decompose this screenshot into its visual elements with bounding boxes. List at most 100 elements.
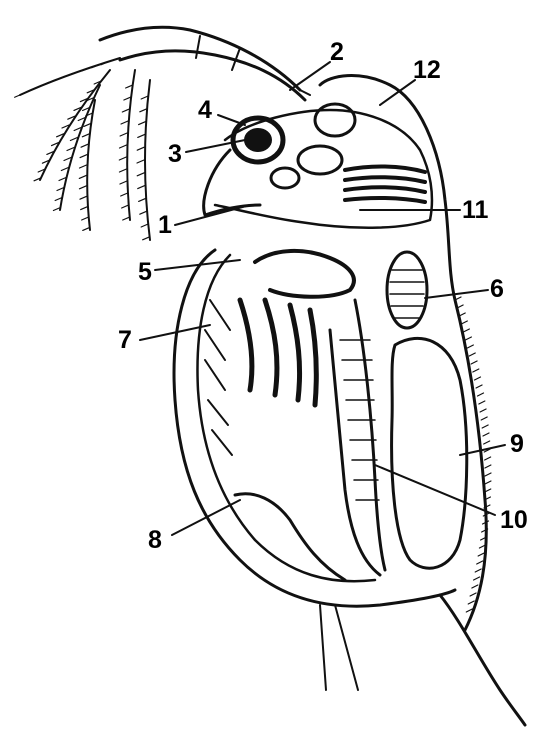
- carapace-inner: [197, 255, 375, 581]
- seta-barb: [83, 227, 90, 230]
- tail-spine: [440, 595, 525, 725]
- abdominal-setae: [320, 605, 358, 690]
- carapace-spinule: [484, 441, 490, 444]
- carapace-spinule: [485, 473, 491, 476]
- heart-striations: [390, 270, 424, 318]
- carapace-spinule: [485, 481, 491, 484]
- label-6: 6: [490, 275, 504, 303]
- compound-eye-pigment: [244, 128, 272, 152]
- ovary-cells: [340, 340, 379, 500]
- carapace-spinule: [465, 337, 471, 340]
- label-12: 12: [413, 56, 441, 84]
- thoracic-legs: [205, 300, 316, 455]
- seta-barb: [120, 145, 127, 148]
- carapace-spinule: [480, 409, 486, 412]
- seta-barb: [139, 122, 146, 125]
- carapace-spinule: [485, 465, 491, 468]
- seta-barb: [81, 207, 88, 210]
- carapace-spinule: [485, 457, 491, 460]
- leader-2: [290, 62, 330, 90]
- digestive-caecum: [255, 251, 354, 297]
- antenna-setae: [15, 58, 150, 240]
- seta-barb: [124, 97, 131, 100]
- carapace-spinule: [478, 553, 484, 556]
- seta-barb: [137, 173, 144, 176]
- seta-barb: [81, 144, 88, 147]
- carapace-spinule: [475, 569, 481, 572]
- seta-barb: [79, 186, 86, 189]
- brood-chamber: [392, 338, 467, 568]
- seta-barb: [120, 181, 127, 184]
- organism-drawing: [15, 27, 525, 725]
- seta-barb: [121, 193, 128, 196]
- seta-barb: [140, 109, 147, 112]
- seta-barb: [79, 175, 86, 178]
- leader-4: [218, 115, 245, 125]
- seta-barb: [119, 169, 126, 172]
- carapace-spinule: [477, 561, 483, 564]
- seta-barb: [70, 138, 77, 141]
- seta-barb: [61, 168, 68, 171]
- label-1: 1: [158, 211, 172, 239]
- seta-barb: [140, 211, 147, 214]
- seta-barb: [138, 134, 145, 137]
- optic-ganglion: [298, 146, 342, 174]
- seta-barb: [123, 217, 130, 220]
- seta-barb: [121, 121, 128, 124]
- carapace-spinule: [473, 369, 479, 372]
- seta-barb: [122, 205, 129, 208]
- carapace-spinule: [472, 585, 478, 588]
- label-5: 5: [138, 258, 152, 286]
- seta-barb: [119, 157, 126, 160]
- seta: [145, 80, 150, 240]
- carapace-spinule: [459, 313, 465, 316]
- seta-barb: [137, 160, 144, 163]
- seta: [87, 100, 95, 230]
- seta-barb: [143, 237, 150, 240]
- carapace-spinule: [467, 345, 473, 348]
- carapace-spinule: [471, 361, 477, 364]
- carapace-spinule: [478, 393, 484, 396]
- leader-8: [172, 500, 240, 535]
- carapace-spinule: [469, 353, 475, 356]
- label-2: 2: [330, 38, 344, 66]
- seta: [127, 70, 135, 220]
- seta-barb: [82, 217, 89, 220]
- carapace-spinule: [470, 593, 476, 596]
- label-8: 8: [148, 526, 162, 554]
- brain-lobe: [315, 104, 355, 136]
- carapace-spinule: [461, 321, 467, 324]
- seta-barb: [82, 134, 89, 137]
- seta-barb: [80, 196, 87, 199]
- carapace-spinule: [476, 385, 482, 388]
- label-9: 9: [510, 430, 524, 458]
- seta-barb: [80, 165, 87, 168]
- carapace-spinule: [481, 417, 487, 420]
- carapace-spinule: [463, 329, 469, 332]
- seta-barb: [137, 147, 144, 150]
- seta-barb: [122, 109, 129, 112]
- ocellus: [271, 168, 299, 188]
- muscle-bands: [345, 166, 425, 202]
- label-11: 11: [462, 196, 489, 224]
- seta-barb: [120, 133, 127, 136]
- carapace-spinule: [482, 425, 488, 428]
- carapace-spinule: [474, 577, 480, 580]
- carapace-spinule: [468, 601, 474, 604]
- carapace-spinule: [474, 377, 480, 380]
- seta-barb: [138, 186, 145, 189]
- leader-6: [425, 290, 488, 298]
- carapace-spinule: [483, 433, 489, 436]
- seta-barb: [67, 148, 74, 151]
- carapace-spinule: [479, 401, 485, 404]
- label-10: 10: [500, 506, 528, 534]
- heart: [387, 252, 427, 328]
- seta-barb: [80, 155, 87, 158]
- seta-barb: [64, 158, 71, 161]
- label-7: 7: [118, 326, 132, 354]
- label-4: 4: [198, 96, 212, 124]
- seta-barb: [141, 224, 148, 227]
- seta-barb: [139, 198, 146, 201]
